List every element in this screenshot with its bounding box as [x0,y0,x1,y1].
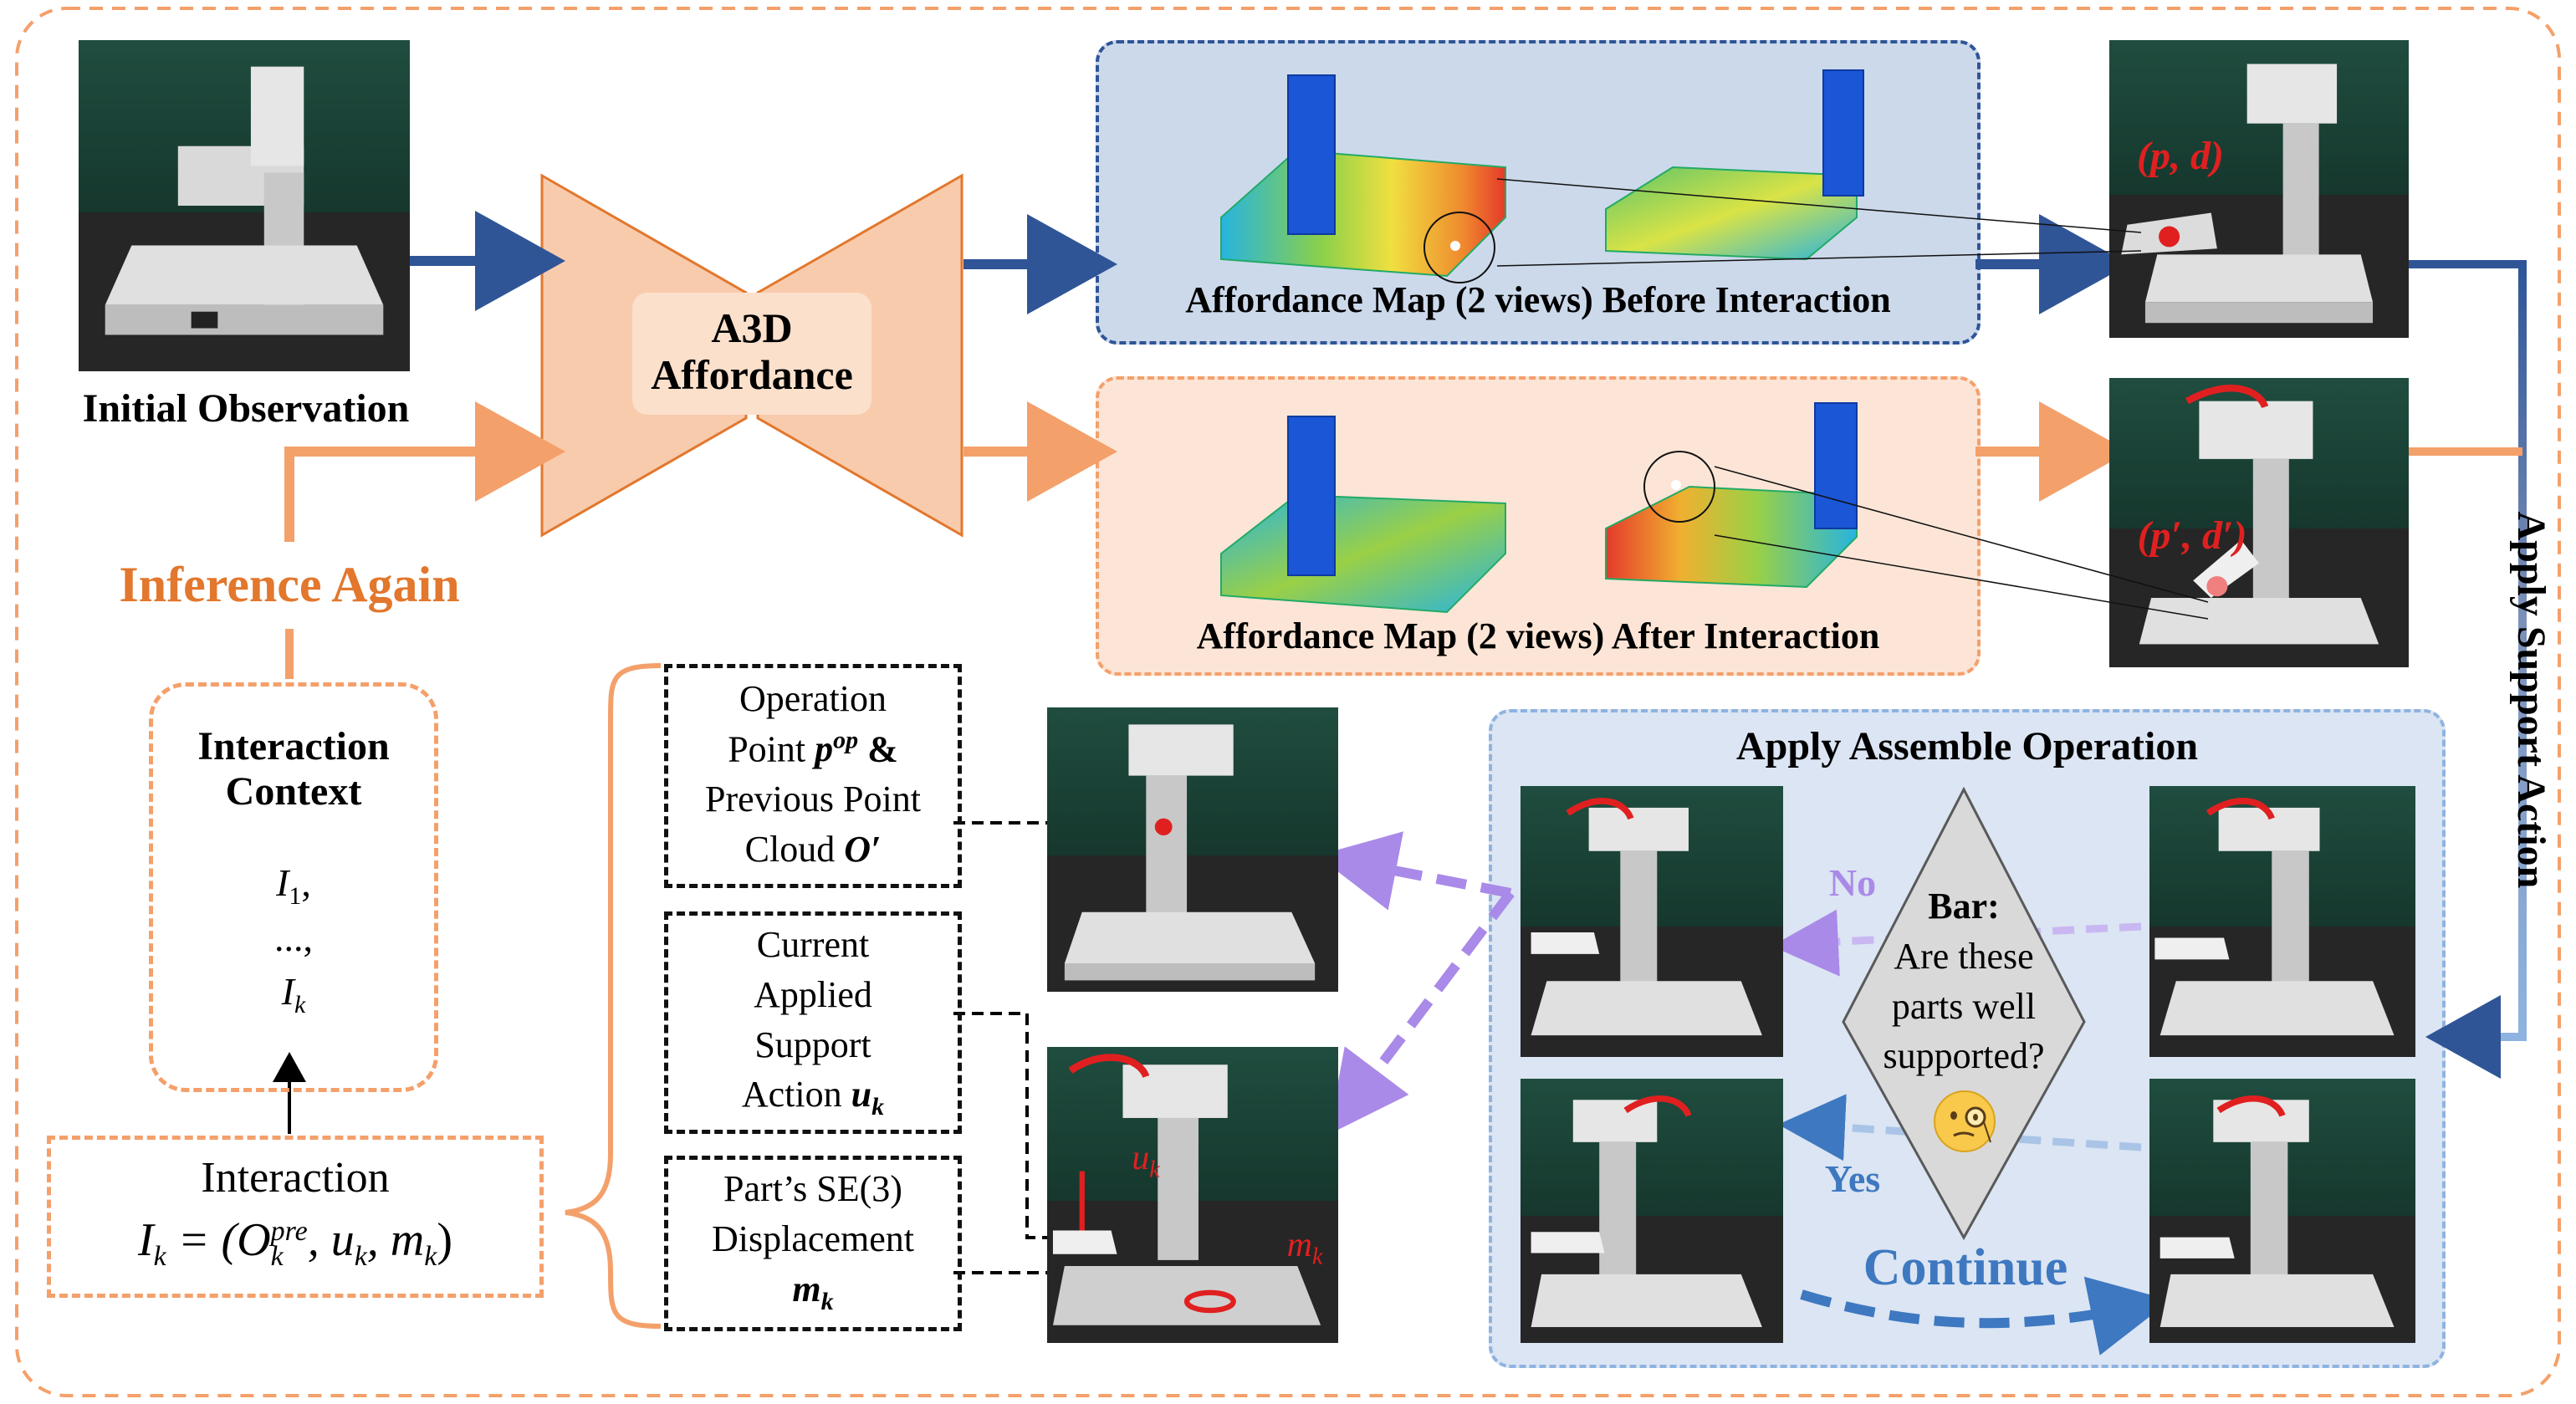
operation-point-text: Operation Point pop & Previous Point Clo… [664,674,962,875]
yes-label: Yes [1824,1157,1881,1200]
interaction-context-box [149,682,438,1092]
interaction-title: Interaction [201,1154,390,1202]
continue-label: Continue [1863,1239,2068,1296]
after-panel-caption: Affordance Map (2 views) After Interacti… [1196,615,1880,656]
dp-line2: Displacement [712,1218,914,1259]
op-line3: Previous Point [705,779,921,820]
context-ellipsis: ..., [274,916,313,959]
a3d-label-box [632,293,871,415]
support-action-photo [1047,1047,1338,1343]
support-action-text: Current Applied Support Action uk [664,920,962,1125]
formula-m-sub: k [424,1241,437,1273]
assemble-photo-bottom-left [1521,1079,1783,1343]
bar-title: Bar: [1928,886,2000,927]
op-line2: Point pop & [728,726,898,770]
a3d-line1: A3D [711,304,793,351]
op-amp: & [858,728,898,770]
formula-u: , u [307,1214,355,1266]
sa-line3: Support [754,1024,871,1065]
sa-line4: Action uk [741,1074,885,1121]
uk-sub: k [1149,1156,1160,1183]
sa-u-sub: k [871,1093,885,1121]
interaction-context-title: Interaction Context [149,724,438,814]
initial-observation-label: Initial Observation [82,386,410,431]
op-line4: Cloud O′ [744,829,882,870]
context-item-k-sub: k [294,991,306,1019]
bar-q2: parts well [1891,985,2037,1027]
bar-q1: Are these [1894,935,2034,977]
orange-brace [565,663,662,1329]
affordance-render-before [1220,69,1864,283]
affordance-render-after [1220,402,1858,614]
a3d-line2: Affordance [651,351,853,398]
formula-lhs: I [138,1214,154,1266]
after-result-photo [2109,378,2409,667]
sa-line1: Current [756,924,870,965]
interaction-box [47,1136,544,1298]
context-item-1-sub: 1 [289,882,302,911]
dp-m: m [792,1268,821,1310]
no-label: No [1828,861,1877,904]
pd-label: (p, d) [2137,134,2224,178]
apply-support-action-label: Apply Support Action [2508,511,2553,889]
op-line1: Operation [739,678,887,719]
operation-point-photo [1047,707,1338,992]
mk-label: mk [1286,1226,1323,1270]
uk-label: uk [1132,1139,1160,1183]
formula-close: ) [437,1214,452,1266]
assemble-photo-top-right [2149,786,2415,1057]
assemble-photo-top-left [1521,786,1783,1057]
context-item-k: Ik [149,970,438,1019]
context-item-1: I1, [149,861,438,911]
context-item-1-comma: , [301,861,311,904]
mk-sub: k [1311,1243,1323,1270]
interaction-context-line2: Context [225,768,362,814]
sa-u: u [851,1074,872,1116]
formula-k: k [270,1241,284,1273]
op-sup: op [833,726,859,754]
support-action-box [664,911,962,1134]
formula-lhs-sub: k [153,1241,166,1273]
bar-q3: supported? [1883,1035,2045,1077]
bar-question: Bar: Are these parts well supported? [1843,881,2084,1081]
decision-diamond [1842,786,2086,1241]
formula-m: , m [366,1214,425,1266]
initial-observation-photo [79,40,410,371]
pd-prime-label: (p′, d′) [2137,513,2247,558]
displacement-box [664,1156,962,1331]
formula-u-sub: k [354,1241,367,1273]
formula-eq: = (O [177,1214,271,1266]
dp-m-sub: k [820,1287,834,1315]
inference-again-label: Inference Again [119,557,460,612]
assemble-photo-bottom-right [2149,1079,2415,1343]
formula-pre: pre [270,1215,308,1247]
op-p: p [815,728,834,770]
before-panel-caption: Affordance Map (2 views) Before Interact… [1185,279,1891,320]
dp-line1: Part’s SE(3) [723,1168,902,1209]
interaction-context-line1: Interaction [197,724,390,768]
context-item-k-letter: I [281,970,294,1013]
operation-point-box [664,664,962,888]
sa-line2: Applied [754,973,872,1015]
displacement-text: Part’s SE(3) Displacement mk [664,1164,962,1319]
a3d-title: A3D Affordance [632,304,871,398]
context-item-1-letter: I [276,861,289,904]
dp-line3: mk [664,1264,962,1320]
assemble-title: Apply Assemble Operation [1735,724,2199,768]
before-result-photo [2109,40,2409,338]
monocle-face-icon [1934,1090,1996,1152]
op-o: O′ [844,829,882,870]
